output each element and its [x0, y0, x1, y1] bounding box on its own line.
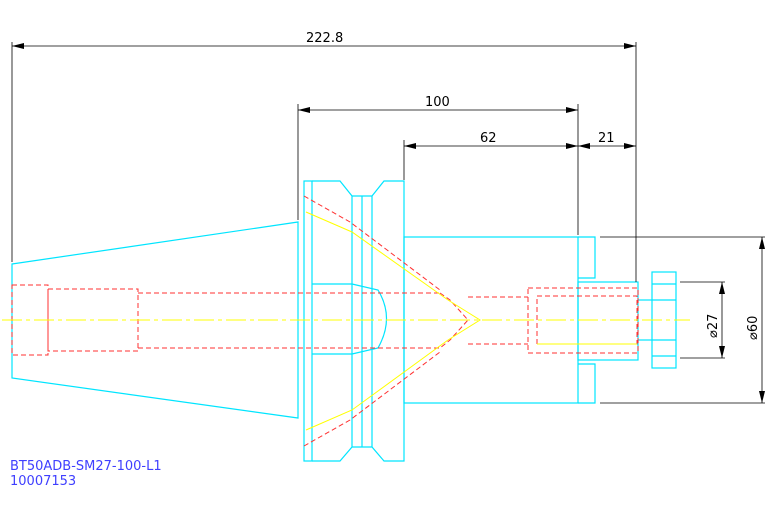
- arrow: [759, 391, 765, 403]
- cone-point: [439, 292, 469, 349]
- dim-nose-label: 21: [598, 131, 615, 146]
- dim-od-label: ⌀60: [746, 316, 761, 340]
- arrow: [719, 346, 725, 358]
- arrow: [566, 107, 578, 113]
- dim-body-label: 62: [480, 131, 497, 146]
- arrow: [719, 282, 725, 294]
- v-hidden-lower: [303, 351, 441, 447]
- arrow: [624, 43, 636, 49]
- section-lower: [305, 339, 449, 431]
- ball-seat: [351, 283, 387, 355]
- dim-gauge-label: 100: [425, 95, 450, 110]
- tool-holder-outline: [11, 180, 677, 462]
- arrow: [298, 107, 310, 113]
- v-flange-right: [352, 180, 405, 462]
- nose-body: [577, 281, 639, 361]
- dim-id-label: ⌀27: [706, 314, 721, 338]
- flange-plate: [303, 180, 313, 462]
- dim-overall-label: 222.8: [306, 31, 343, 46]
- v-hidden-upper: [303, 195, 441, 291]
- title-block: BT50ADB-SM27-100-L1 10007153: [10, 459, 162, 489]
- part-code: 10007153: [10, 474, 77, 489]
- drill-point: [447, 299, 481, 341]
- nose: [578, 236, 596, 404]
- arrow: [759, 237, 765, 249]
- dimension-arrows: [12, 43, 765, 403]
- arrow: [12, 43, 24, 49]
- arrow: [566, 143, 578, 149]
- arrow: [404, 143, 416, 149]
- section-upper: [305, 211, 449, 301]
- arrow: [578, 143, 590, 149]
- v-flange: [312, 180, 353, 462]
- arrow: [624, 143, 636, 149]
- part-number: BT50ADB-SM27-100-L1: [10, 459, 162, 474]
- hidden-lines: [11, 195, 639, 447]
- center-lines: [2, 211, 690, 431]
